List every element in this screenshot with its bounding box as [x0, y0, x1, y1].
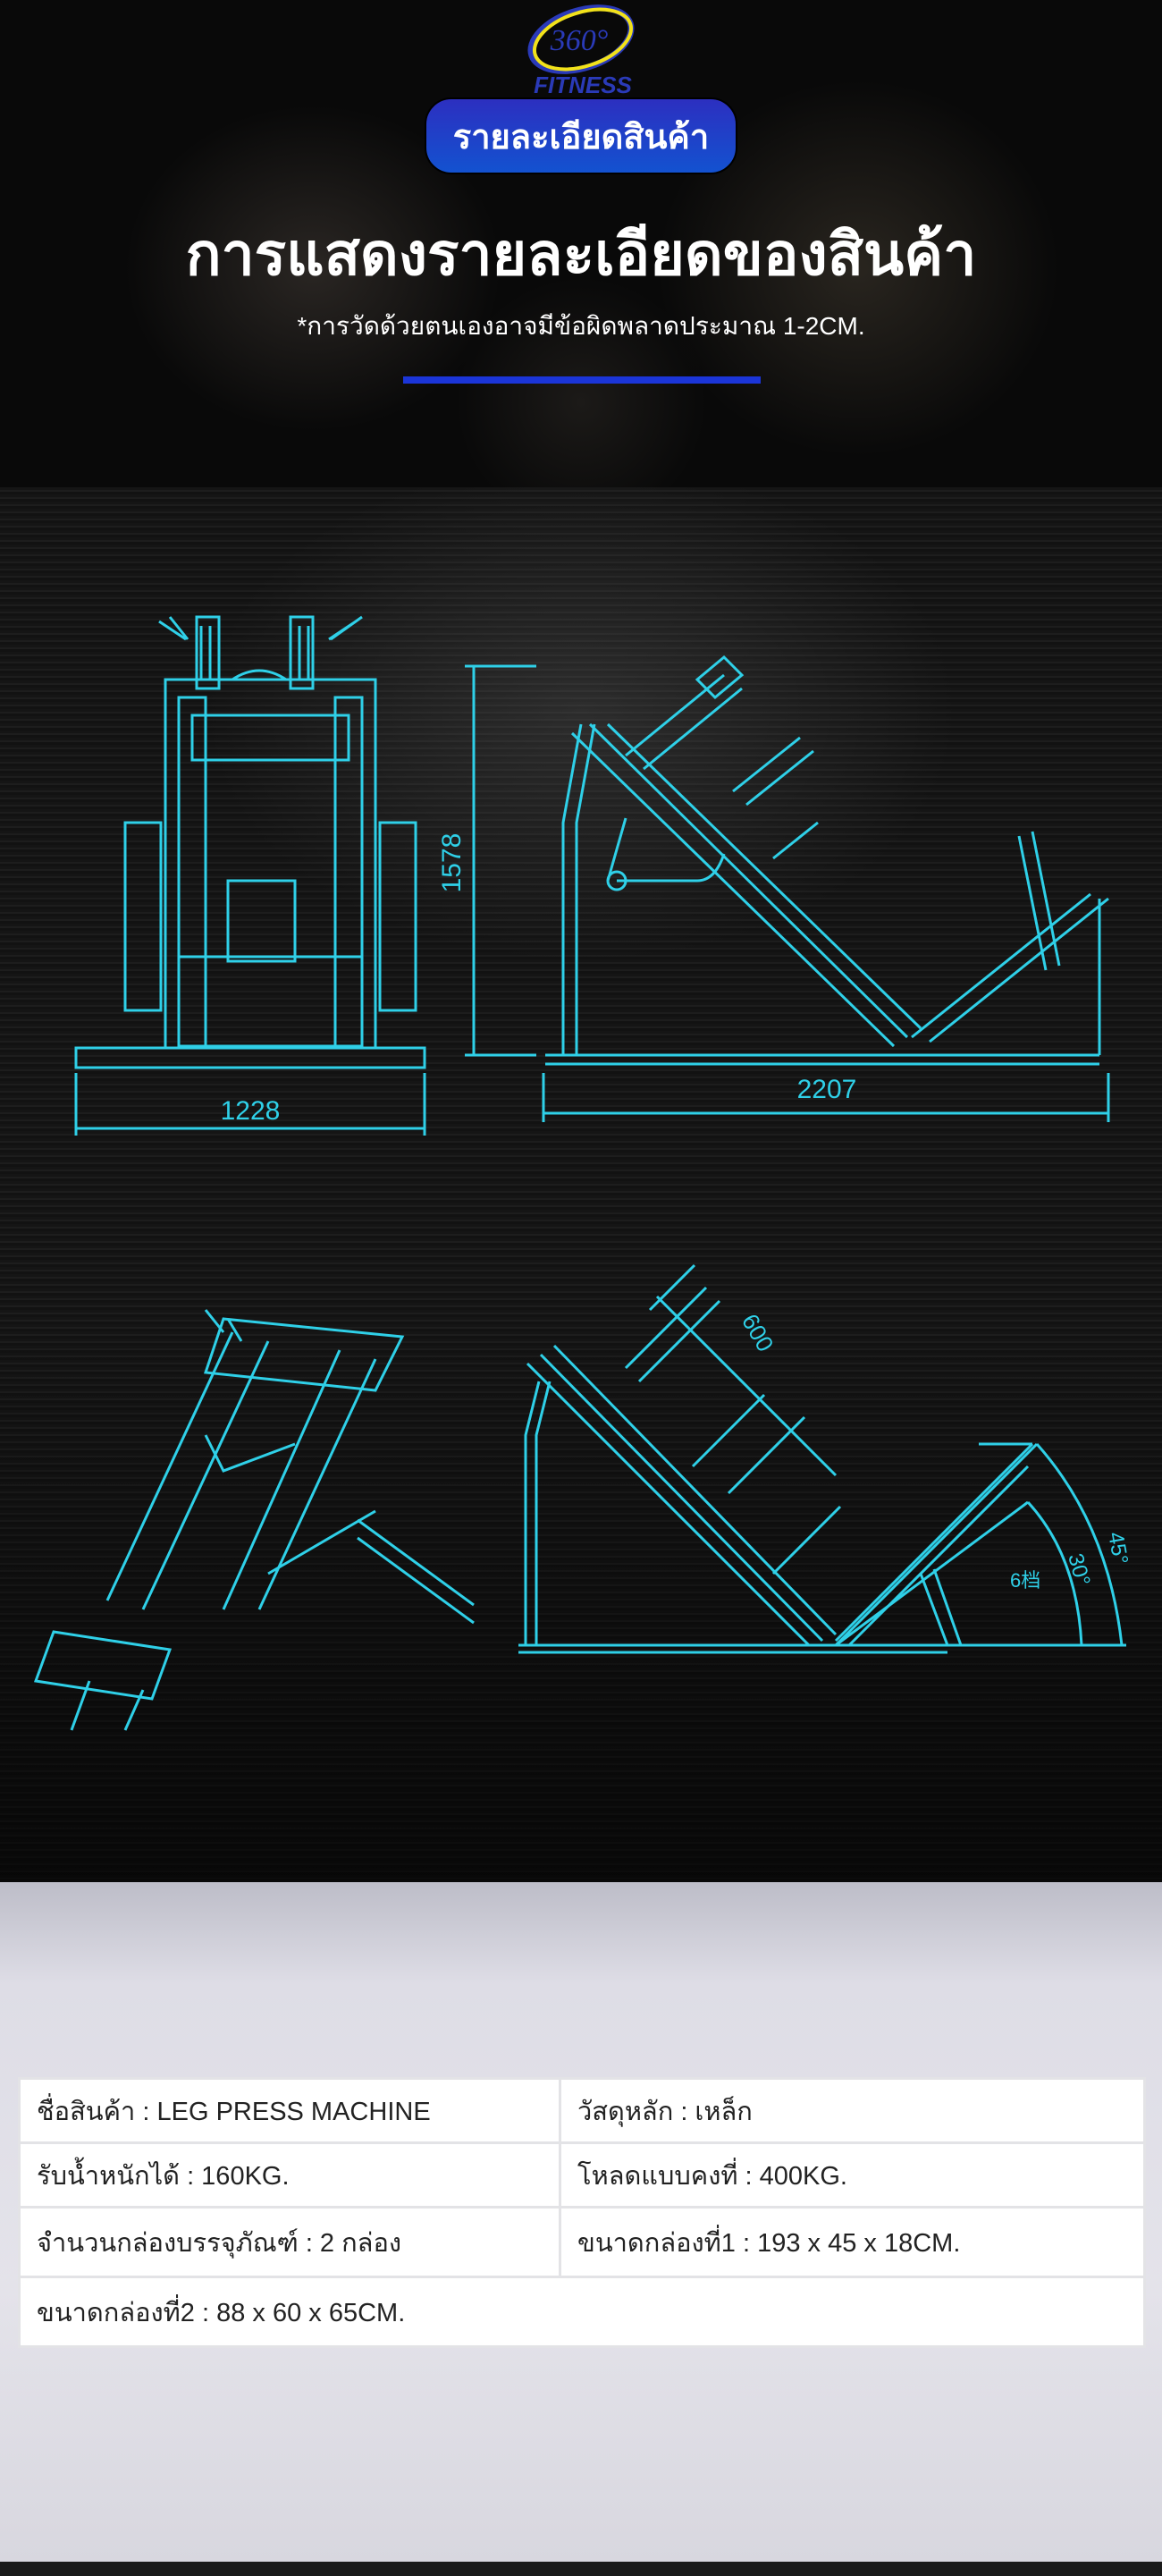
technical-drawings: 1228 1578 2207 600 45° 30° 6档: [0, 487, 1162, 1882]
spec-table: ชื่อสินค้า : LEG PRESS MACHINE วัสดุหลัก…: [18, 2077, 1146, 2348]
title-divider: [403, 376, 761, 384]
front-width-label: 1228: [221, 1096, 281, 1126]
isometric-view-drawing: [33, 1309, 475, 1731]
product-details-badge: รายละเอียดสินค้า: [425, 97, 737, 174]
table-row: ขนาดกล่องที่2 : 88 x 60 x 65CM.: [18, 2276, 1146, 2348]
travel-label: 600: [737, 1309, 779, 1356]
spec-box-count: จำนวนกล่องบรรจุภัณฑ์ : 2 กล่อง: [18, 2206, 561, 2278]
hero-header: 360° FITNESS รายละเอียดสินค้า การแสดงราย…: [0, 0, 1162, 487]
spec-material: วัสดุหลัก : เหล็ก: [559, 2077, 1146, 2144]
side-height-label: 1578: [437, 833, 467, 893]
specifications-section: ชื่อสินค้า : LEG PRESS MACHINE วัสดุหลัก…: [0, 1882, 1162, 2562]
brand-logo: 360° FITNESS: [527, 4, 635, 98]
spec-max-load: รับน้ำหนักได้ : 160KG.: [18, 2141, 561, 2209]
front-view-drawing: 1228: [74, 615, 426, 1136]
logo-text: FITNESS: [534, 72, 632, 98]
max-angle-label: 45°: [1103, 1530, 1133, 1566]
positions-label: 6档: [1010, 1569, 1040, 1592]
spec-box2-size: ขนาดกล่องที่2 : 88 x 60 x 65CM.: [18, 2276, 1146, 2348]
side-length-label: 2207: [797, 1075, 857, 1104]
spec-box1-size: ขนาดกล่องที่1 : 193 x 45 x 18CM.: [559, 2206, 1146, 2278]
table-row: จำนวนกล่องบรรจุภัณฑ์ : 2 กล่อง ขนาดกล่อง…: [18, 2206, 1146, 2278]
table-row: ชื่อสินค้า : LEG PRESS MACHINE วัสดุหลัก…: [18, 2077, 1146, 2144]
side-view-drawing: 1578 2207: [437, 655, 1110, 1122]
angle-view-drawing: 600 45° 30° 6档: [518, 1263, 1133, 1654]
page-title: การแสดงรายละเอียดของสินค้า: [185, 221, 977, 287]
logo-number: 360°: [550, 24, 609, 57]
bottom-bar: [0, 2562, 1162, 2576]
measurement-note: *การวัดด้วยตนเองอาจมีข้อผิดพลาดประมาณ 1-…: [297, 312, 865, 340]
table-row: รับน้ำหนักได้ : 160KG. โหลดแบบคงที่ : 40…: [18, 2141, 1146, 2209]
spec-static-load: โหลดแบบคงที่ : 400KG.: [559, 2141, 1146, 2209]
spec-product-name: ชื่อสินค้า : LEG PRESS MACHINE: [18, 2077, 561, 2144]
min-angle-label: 30°: [1063, 1551, 1094, 1589]
